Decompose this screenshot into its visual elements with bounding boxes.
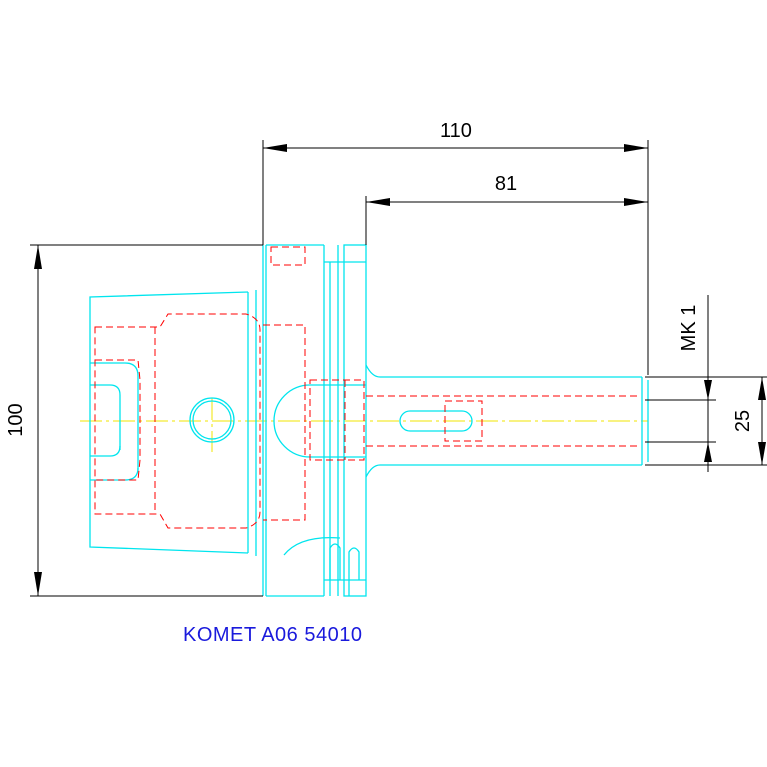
dim-taper: MK 1: [678, 305, 700, 352]
dim-shank-length: 81: [495, 173, 517, 195]
hidden-lines: [94, 246, 640, 529]
tool-holder-outline: [89, 244, 649, 597]
dim-height: 100: [5, 403, 27, 436]
dim-overall-length: 110: [440, 120, 472, 142]
part-caption: KOMET A06 54010: [183, 624, 363, 646]
dim-shank-diameter: 25: [732, 410, 754, 432]
dimension-lines: [30, 140, 767, 597]
